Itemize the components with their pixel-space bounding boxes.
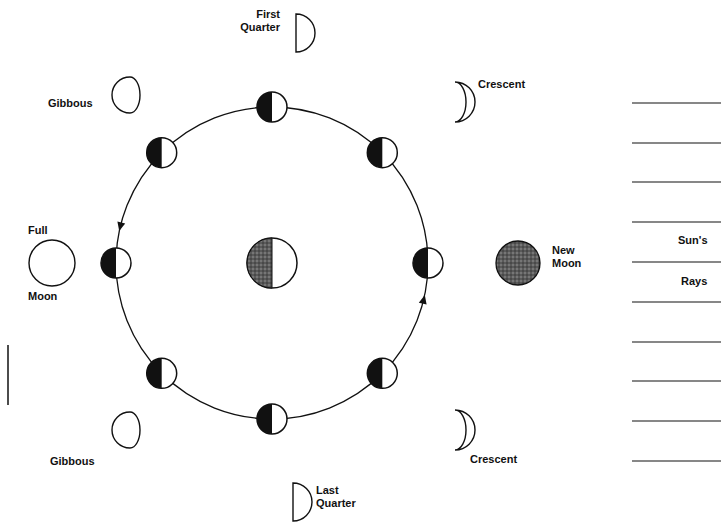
orbit-arrow [117, 221, 125, 231]
full-moon-disc [29, 240, 75, 286]
gibbous-shape [112, 77, 140, 113]
phase-label: Last Quarter [316, 484, 366, 509]
earth [247, 238, 297, 288]
gibbous-shape [112, 412, 140, 448]
crescent-shape [455, 410, 475, 450]
orbit-moon [367, 138, 397, 168]
phase-label: Crescent [470, 453, 517, 466]
phase-label: Sun's [676, 234, 710, 247]
phase-label: Rays [679, 275, 709, 288]
earth-shadow [247, 238, 272, 288]
phase-label: Full [28, 224, 48, 237]
quarter-shape [296, 14, 315, 52]
orbit-circle [116, 107, 428, 419]
orbit-moon [257, 92, 287, 122]
phase-label: Crescent [478, 78, 525, 91]
orbit-moon [147, 358, 177, 388]
orbit-moon [413, 248, 443, 278]
orbit-moon [101, 248, 131, 278]
phase-label: First Quarter [228, 8, 280, 33]
phase-label: New Moon [552, 244, 592, 269]
phase-label: Gibbous [48, 97, 93, 110]
new-moon-disc [496, 241, 540, 285]
phase-label: Moon [28, 290, 57, 303]
sun-rays [632, 103, 721, 461]
orbit-arrow [419, 295, 427, 305]
phase-label: Gibbous [50, 455, 95, 468]
orbit-moon [257, 404, 287, 434]
quarter-shape [293, 483, 312, 521]
orbit-moon [367, 358, 397, 388]
margin-mark [7, 345, 9, 405]
orbit-moon [147, 138, 177, 168]
crescent-shape [455, 82, 475, 122]
